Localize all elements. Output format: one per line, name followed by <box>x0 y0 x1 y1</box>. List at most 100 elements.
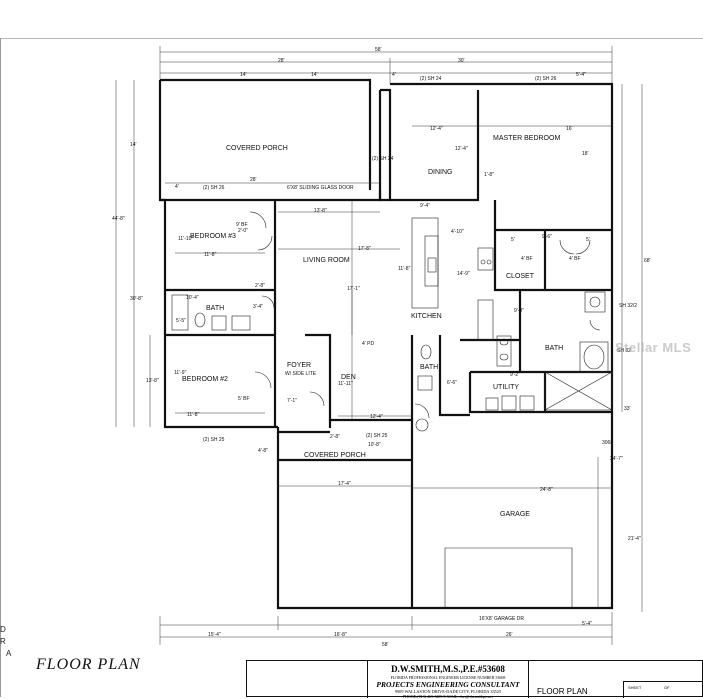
label-bath-left: BATH <box>206 305 224 312</box>
dim-closet-w: 9'-6" <box>542 234 552 240</box>
label-utility: UTILITY <box>493 384 519 391</box>
dim-dining-w: 12'-4" <box>430 126 443 132</box>
dim-den-w: 12'-4" <box>370 414 383 420</box>
engineer-license: FLORIDA PROFESSIONAL ENGINEER LICENSE NU… <box>390 675 506 680</box>
dim-sh32-b: SH 32 <box>617 348 631 354</box>
dim-closet-c: 4' BF <box>569 256 581 262</box>
dim-bed2-d: 11'-9" <box>174 370 187 376</box>
dim-bed2-w: 11'-8" <box>187 412 200 418</box>
door-swings <box>249 211 601 419</box>
dim-left-b: 30'-8" <box>130 296 143 302</box>
sheet-label: SHEET <box>628 685 642 690</box>
dim-bath-m: 9'-9" <box>514 308 524 314</box>
dim-kitch-d: 11'-8" <box>398 266 411 272</box>
dim-util-w: 9'-2" <box>510 372 520 378</box>
dim-sh26-top: (2) SH 26 <box>535 76 557 82</box>
dim-garage-d: 24'-7" <box>610 456 623 462</box>
dim-porch-front-s: 2'-8" <box>330 434 340 440</box>
engineer-stamp: D.W.SMITH,M.S.,P.E.#53608 FLORIDA PROFES… <box>367 661 529 699</box>
dim-porch-w-total: 28' <box>250 177 257 183</box>
label-den: DEN <box>341 374 356 381</box>
dim-porch-w2: 14' <box>311 72 318 78</box>
dim-bottom-total: 58' <box>382 642 389 648</box>
label-bath-small: BATH <box>420 364 438 371</box>
dimension-labels: 58' 28' 30' 14' 14' 4' (2) SH 24 (2) SH … <box>112 47 651 648</box>
dim-top-right: 30' <box>458 58 465 64</box>
dim-closet-a: 5' <box>511 237 515 243</box>
dim-bed3-closet: 9' BF <box>236 222 248 228</box>
label-bedroom-2: BEDROOM #2 <box>182 376 228 383</box>
engineer-name: D.W.SMITH,M.S.,P.E.#53608 <box>391 664 505 674</box>
label-master-bedroom: MASTER BEDROOM <box>493 135 560 142</box>
dim-bath-h: 2'-8" <box>255 283 265 289</box>
of-label: OF <box>664 685 670 690</box>
dim-bottom-5-4: 5'-4" <box>582 621 592 627</box>
dim-bottom-right: 26' <box>506 632 513 638</box>
edge-note: A <box>6 649 12 658</box>
dim-bed3-w: 11'-8" <box>204 252 217 258</box>
dim-porch-w1: 14' <box>240 72 247 78</box>
title-block: D.W.SMITH,M.S.,P.E.#53608 FLORIDA PROFES… <box>246 660 703 699</box>
dim-sh26-porch: (2) SH 26 <box>203 185 225 191</box>
sheet-frame-top <box>0 38 703 39</box>
dim-bed3-cl: 2'-0" <box>238 228 248 234</box>
dim-sh25-front: (2) SH 25 <box>203 437 225 443</box>
dim-pd: 4' PD <box>362 341 374 347</box>
dim-garage-w: 24'-8" <box>540 487 553 493</box>
edge-note: D <box>0 625 6 634</box>
dim-sliding-door: 6'X8' SLIDING GLASS DOOR <box>287 185 354 191</box>
dim-seg-4a: 4' <box>392 72 396 78</box>
dim-foyer-note: W/ SIDE LITE <box>285 371 317 377</box>
dim-bath-d: 5'-5" <box>176 318 186 324</box>
dim-liv-h: 17'-1" <box>347 286 360 292</box>
engineer-address: 9909 WALLASTON DRIVE-DADE CITY, FLORIDA … <box>394 689 502 694</box>
dim-closet-b: 4' BF <box>521 256 533 262</box>
dim-dining-d: 12'-4" <box>455 146 468 152</box>
label-covered-porch-front: COVERED PORCH <box>304 452 366 459</box>
dim-bed2-cl: 5' BF <box>238 396 250 402</box>
label-dining: DINING <box>428 169 453 176</box>
dim-bath-b: 3'-4" <box>253 304 263 310</box>
dim-seg-4b: 4' <box>175 184 179 190</box>
label-living-room: LIVING ROOM <box>303 257 350 264</box>
dim-garage-total: 21'-4" <box>628 536 641 542</box>
sheet-title: FLOOR PLAN <box>537 687 588 696</box>
dim-bed3-d: 11'-10" <box>178 236 193 242</box>
dim-closet-d: 5' <box>586 237 590 243</box>
label-bath-master: BATH <box>545 345 563 352</box>
dim-master-d: 18' <box>582 151 589 157</box>
dim-left-c: 13'-8" <box>146 378 159 384</box>
dim-right-a: 33' <box>624 406 631 412</box>
dim-right-total: 68' <box>644 258 651 264</box>
dim-den-d: 11'-11" <box>338 381 353 387</box>
sheet-number-box: SHEET OF <box>623 681 703 698</box>
dim-porch-front-w: 17'-4" <box>338 481 351 487</box>
dim-overall-top: 58' <box>375 47 382 53</box>
dim-left-a: 14' <box>130 142 137 148</box>
dim-garage-door: 16'X8' GARAGE DR <box>479 616 524 622</box>
dim-bath-w: 10'-4" <box>186 295 199 301</box>
dim-kitch-b: 14'-9" <box>457 271 470 277</box>
fixtures <box>171 217 613 608</box>
dim-kitch-w: 4'-10" <box>451 229 464 235</box>
dim-garage-door-side: 3068 <box>602 440 613 446</box>
dim-left-total: 44'-8" <box>112 216 125 222</box>
dim-seg-5-4: 5'-4" <box>576 72 586 78</box>
dim-porch-front-d: 10'-8" <box>368 442 381 448</box>
dim-master-w: 16' <box>566 126 573 132</box>
dim-sh24-top: (2) SH 24 <box>420 76 442 82</box>
dim-seg-1-8: 1'-8" <box>484 172 494 178</box>
dim-util-b: 6'-6" <box>447 380 457 386</box>
dim-bottom-mid: 16'-8" <box>334 632 347 638</box>
dim-left-d: 4'-8" <box>258 448 268 454</box>
dim-foyer-d: 7'-1" <box>287 398 297 404</box>
dim-liv-w: 13'-8" <box>314 208 327 214</box>
exterior-walls <box>158 78 614 610</box>
label-garage: GARAGE <box>500 511 530 518</box>
engineer-firm: PROJECTS ENGINEERING CONSULTANT <box>376 680 520 689</box>
label-bedroom-3: BEDROOM #3 <box>190 233 236 240</box>
dim-kitch-a: 9'-4" <box>420 203 430 209</box>
sheet-frame-left <box>0 38 1 697</box>
edge-note: R <box>0 637 6 646</box>
